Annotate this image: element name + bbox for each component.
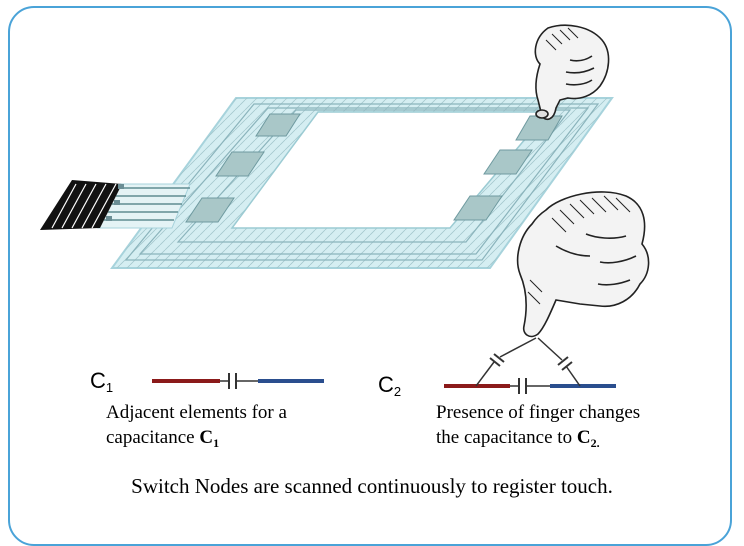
electrode-pad [483,149,533,175]
c1-symbol-label: C1 [90,368,114,395]
electrode-pad [255,113,301,137]
c2-caption: Presence of finger changes the capacitan… [436,400,640,456]
electrode-pad [185,197,235,223]
touching-hand-icon [516,191,650,338]
capacitor-symbol-icon [444,337,616,394]
electrode-pad [215,151,265,177]
c1-caption: Adjacent elements for a capacitance C1 [106,400,287,456]
c1-label-sub: 1 [105,380,114,395]
capacitor-symbol-icon [152,373,324,389]
c1-caption-line1: Adjacent elements for a [106,402,287,423]
electrode-pad [453,195,503,221]
footer-caption: Switch Nodes are scanned continuously to… [131,474,613,498]
electrode-pads [185,113,563,223]
pointing-hand-icon [534,24,610,121]
c2-label-sub: 2 [393,384,402,399]
c2-symbol-label: C2 [378,372,402,399]
c1-caption-line2: capacitance C1 [106,427,220,450]
c2-caption-line2: the capacitance to C2. [436,427,600,450]
c2-caption-line1: Presence of finger changes [436,402,641,423]
c2-label-main: C [378,372,394,397]
ribbon-connector-icon [40,180,191,230]
touch-panel-diagram [40,24,650,394]
c1-label-main: C [90,368,106,393]
